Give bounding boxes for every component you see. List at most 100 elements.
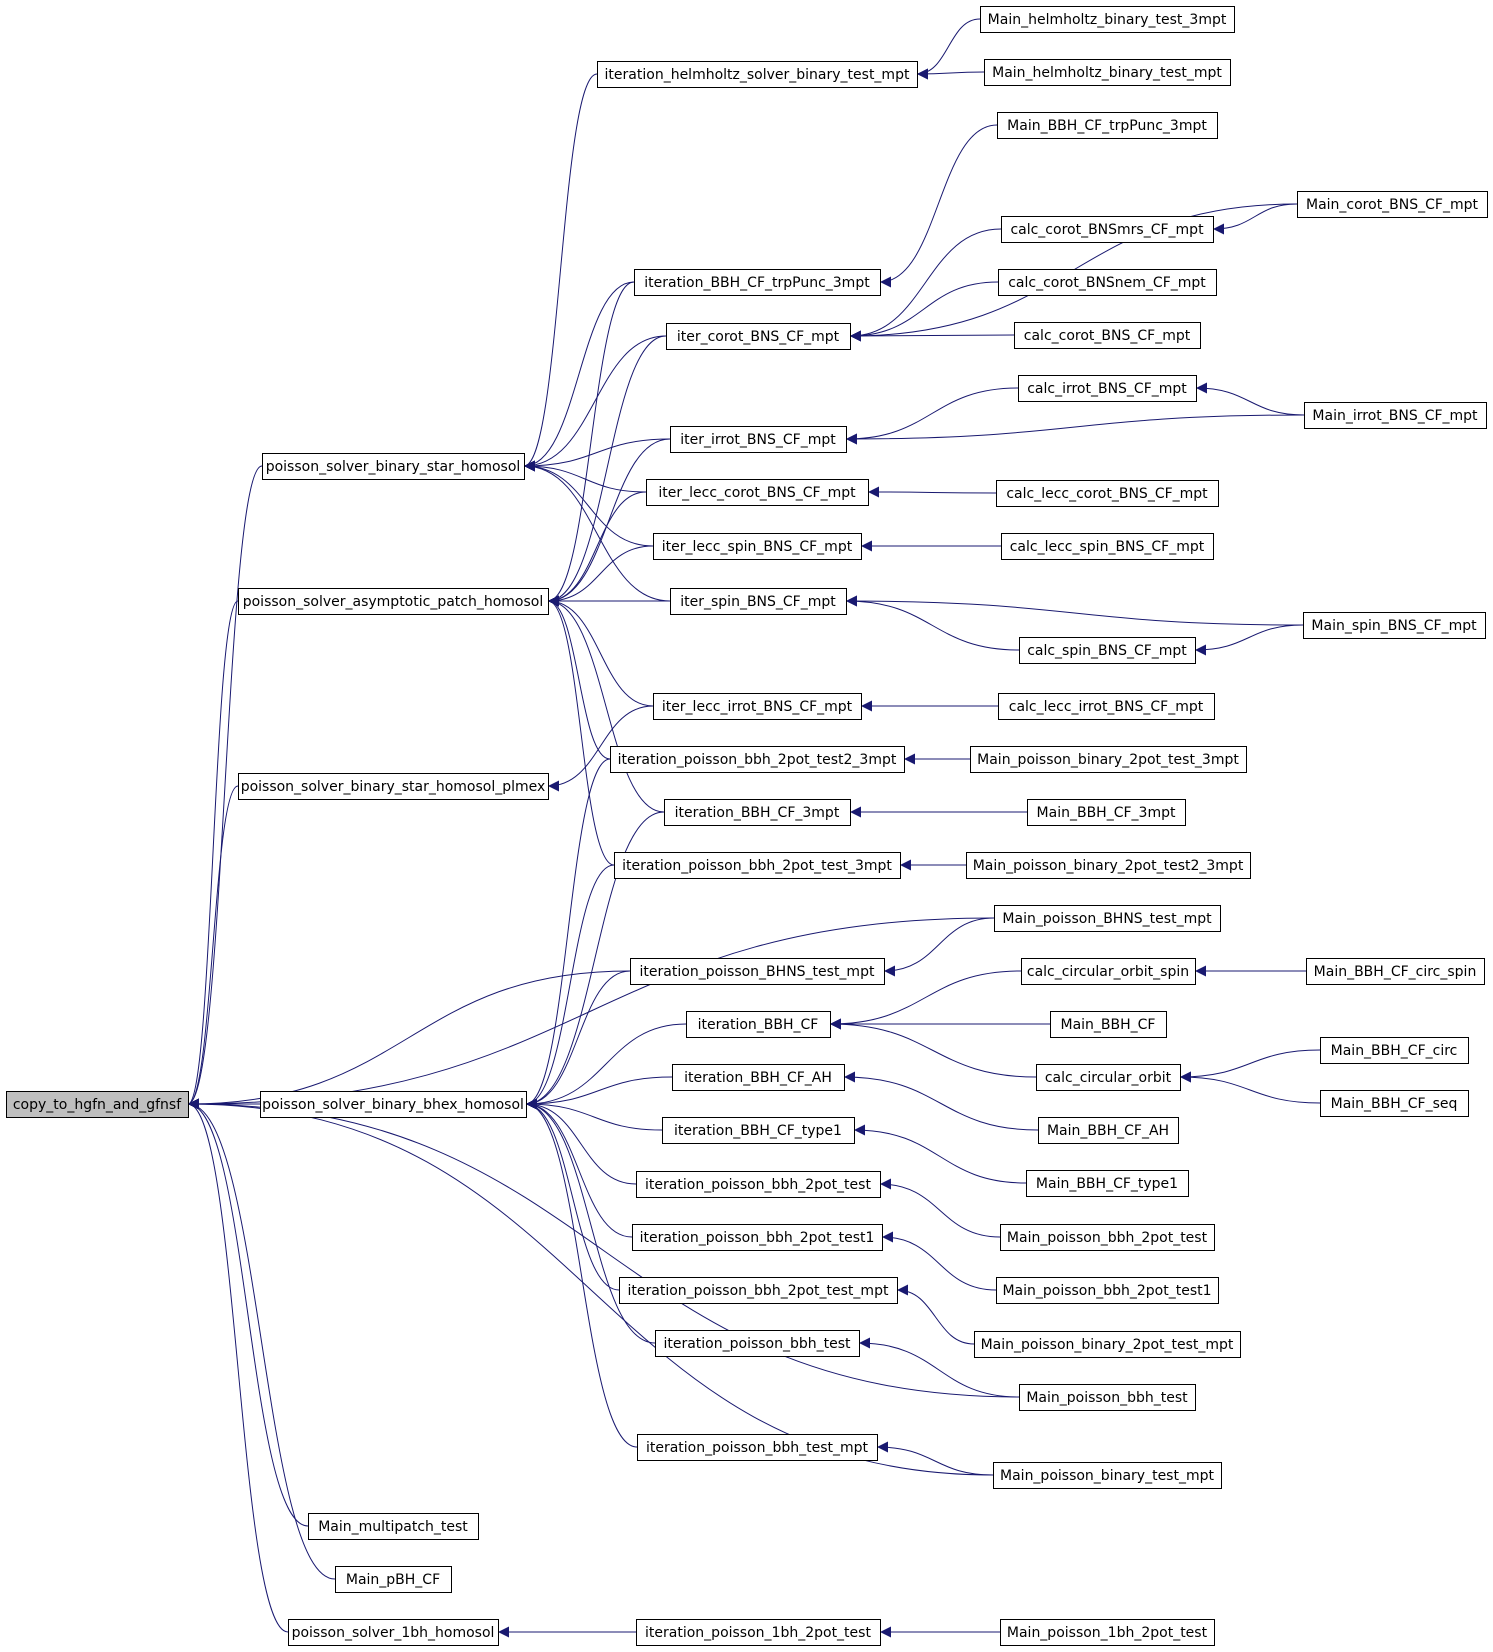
- graph-node-ipb2t2[interactable]: iteration_poisson_bbh_2pot_test2_3mpt: [610, 746, 905, 773]
- graph-node-ibt1[interactable]: iteration_BBH_CF_type1: [662, 1117, 855, 1144]
- edge-ipb2t2-to-psaph: [547, 595, 611, 760]
- graph-node-ibcf[interactable]: iteration_BBH_CF: [686, 1011, 831, 1038]
- graph-node-mcbns[interactable]: Main_corot_BNS_CF_mpt: [1297, 191, 1488, 218]
- graph-node-psbshp[interactable]: poisson_solver_binary_star_homosol_plmex: [238, 773, 549, 800]
- graph-node-mibns[interactable]: Main_irrot_BNS_CF_mpt: [1304, 402, 1487, 429]
- node-label: calc_circular_orbit: [1045, 1070, 1172, 1086]
- graph-node-ipb21[interactable]: iteration_poisson_bbh_2pot_test1: [632, 1224, 883, 1251]
- graph-node-ipbhns[interactable]: iteration_poisson_BHNS_test_mpt: [630, 958, 885, 985]
- graph-node-mpbhns[interactable]: Main_poisson_BHNS_test_mpt: [994, 905, 1221, 932]
- node-box: [632, 1224, 883, 1251]
- node-box: [1018, 375, 1197, 402]
- edge-mpbh-to-copy_to_hgfn_and_gfnsf: [187, 1098, 336, 1580]
- graph-node-msbns[interactable]: Main_spin_BNS_CF_mpt: [1303, 612, 1486, 639]
- graph-node-mmt[interactable]: Main_multipatch_test: [308, 1513, 479, 1540]
- graph-node-ipb2t3[interactable]: iteration_poisson_bbh_2pot_test_3mpt: [614, 852, 901, 879]
- graph-node-ipb2[interactable]: iteration_poisson_bbh_2pot_test: [636, 1171, 881, 1198]
- node-box: [1320, 1037, 1469, 1064]
- node-label: Main_BBH_CF_AH: [1047, 1123, 1169, 1139]
- graph-node-clib[interactable]: calc_lecc_irrot_BNS_CF_mpt: [998, 693, 1215, 720]
- node-label: Main_helmholtz_binary_test_3mpt: [988, 12, 1227, 28]
- graph-node-ipb2m[interactable]: iteration_poisson_bbh_2pot_test_mpt: [619, 1277, 898, 1304]
- graph-node-ihsbtm[interactable]: iteration_helmholtz_solver_binary_test_m…: [597, 61, 918, 88]
- graph-node-mbtp3[interactable]: Main_BBH_CF_trpPunc_3mpt: [997, 112, 1218, 139]
- graph-node-mpbtm[interactable]: Main_poisson_binary_test_mpt: [993, 1462, 1222, 1489]
- graph-node-mbah[interactable]: Main_BBH_CF_AH: [1038, 1117, 1179, 1144]
- node-box: [634, 269, 881, 296]
- graph-node-mhbm[interactable]: Main_helmholtz_binary_test_mpt: [984, 59, 1231, 86]
- graph-node-mhb3[interactable]: Main_helmholtz_binary_test_3mpt: [980, 6, 1235, 33]
- graph-node-psbbh[interactable]: poisson_solver_binary_bhex_homosol: [260, 1091, 527, 1118]
- graph-node-ip1b2[interactable]: iteration_poisson_1bh_2pot_test: [636, 1619, 881, 1646]
- graph-node-mbsq[interactable]: Main_BBH_CF_seq: [1320, 1090, 1469, 1117]
- node-box: [614, 852, 901, 879]
- node-label: copy_to_hgfn_and_gfnsf: [13, 1097, 182, 1113]
- graph-node-mpbh[interactable]: Main_pBH_CF: [335, 1566, 452, 1593]
- graph-node-ilsbns[interactable]: iter_lecc_spin_BNS_CF_mpt: [653, 533, 862, 560]
- graph-node-psbsh[interactable]: poisson_solver_binary_star_homosol: [262, 453, 525, 480]
- graph-node-icbns[interactable]: iter_corot_BNS_CF_mpt: [666, 323, 851, 350]
- node-label: iteration_poisson_bbh_2pot_test1: [640, 1230, 875, 1246]
- graph-node-clsb[interactable]: calc_lecc_spin_BNS_CF_mpt: [1001, 533, 1214, 560]
- graph-node-mbcc[interactable]: Main_BBH_CF_circ: [1320, 1037, 1469, 1064]
- graph-node-mbcs[interactable]: Main_BBH_CF_circ_spin: [1306, 958, 1485, 985]
- graph-node-mpbt[interactable]: Main_poisson_bbh_test: [1019, 1384, 1196, 1411]
- node-label: iteration_poisson_BHNS_test_mpt: [640, 964, 875, 980]
- graph-node-ib3[interactable]: iteration_BBH_CF_3mpt: [664, 799, 851, 826]
- graph-node-ilcbns[interactable]: iter_lecc_corot_BNS_CF_mpt: [646, 479, 869, 506]
- graph-node-cib[interactable]: calc_irrot_BNS_CF_mpt: [1018, 375, 1197, 402]
- node-label: Main_spin_BNS_CF_mpt: [1311, 618, 1477, 634]
- graph-node-csb[interactable]: calc_spin_BNS_CF_mpt: [1019, 637, 1196, 664]
- graph-node-iibns[interactable]: iter_irrot_BNS_CF_mpt: [670, 426, 847, 453]
- graph-node-mbcf[interactable]: Main_BBH_CF: [1050, 1011, 1167, 1038]
- graph-node-mpb2m[interactable]: Main_poisson_binary_2pot_test_mpt: [974, 1331, 1241, 1358]
- graph-node-ccbm[interactable]: calc_corot_BNSmrs_CF_mpt: [1001, 216, 1214, 243]
- graph-node-isbns[interactable]: iter_spin_BNS_CF_mpt: [670, 588, 847, 615]
- graph-node-ibah[interactable]: iteration_BBH_CF_AH: [672, 1064, 845, 1091]
- graph-node-cco[interactable]: calc_circular_orbit: [1036, 1064, 1181, 1091]
- node-box: [996, 1277, 1219, 1304]
- node-box: [637, 1434, 878, 1461]
- graph-node-mpb2t3[interactable]: Main_poisson_binary_2pot_test_3mpt: [970, 746, 1247, 773]
- edge-ccb-to-icbns: [849, 330, 1015, 342]
- edge-mbtp3-to-ibtp3: [879, 124, 998, 288]
- edge-ccbn-to-icbns: [849, 281, 999, 342]
- graph-node-ccos[interactable]: calc_circular_orbit_spin: [1021, 958, 1196, 985]
- graph-node-ccb[interactable]: calc_corot_BNS_CF_mpt: [1014, 322, 1201, 349]
- node-box: [1001, 533, 1214, 560]
- edge-icbns-to-psbsh: [523, 335, 667, 472]
- edge-cco-to-ibcf: [829, 1018, 1037, 1078]
- graph-node-ibtp3[interactable]: iteration_BBH_CF_trpPunc_3mpt: [634, 269, 881, 296]
- node-box: [993, 1462, 1222, 1489]
- graph-node-clcb[interactable]: calc_lecc_corot_BNS_CF_mpt: [996, 480, 1219, 507]
- graph-node-mb3[interactable]: Main_BBH_CF_3mpt: [1027, 799, 1186, 826]
- graph-node-ipbt[interactable]: iteration_poisson_bbh_test: [655, 1330, 860, 1357]
- edge-icbns-to-psaph: [547, 335, 667, 607]
- graph-node-mpb2t23[interactable]: Main_poisson_binary_2pot_test2_3mpt: [966, 852, 1251, 879]
- graph-node-ccbn[interactable]: calc_corot_BNSnem_CF_mpt: [998, 269, 1217, 296]
- node-box: [664, 799, 851, 826]
- graph-node-mpb21[interactable]: Main_poisson_bbh_2pot_test1: [996, 1277, 1219, 1304]
- graph-node-psaph[interactable]: poisson_solver_asymptotic_patch_homosol: [238, 588, 549, 615]
- node-box: [1000, 1224, 1215, 1251]
- node-label: Main_corot_BNS_CF_mpt: [1306, 197, 1479, 213]
- graph-node-mpb2[interactable]: Main_poisson_bbh_2pot_test: [1000, 1224, 1215, 1251]
- graph-node-mbt1[interactable]: Main_BBH_CF_type1: [1026, 1170, 1189, 1197]
- graph-node-ilibns[interactable]: iter_lecc_irrot_BNS_CF_mpt: [653, 693, 862, 720]
- node-box: [1306, 958, 1485, 985]
- edge-csb-to-isbns: [845, 595, 1020, 651]
- graph-node-ipbtm[interactable]: iteration_poisson_bbh_test_mpt: [637, 1434, 878, 1461]
- node-box: [672, 1064, 845, 1091]
- edge-psaph-to-copy_to_hgfn_and_gfnsf: [187, 600, 239, 1110]
- graph-node-mp1b2[interactable]: Main_poisson_1bh_2pot_test: [1000, 1619, 1215, 1646]
- graph-node-copy_to_hgfn_and_gfnsf[interactable]: copy_to_hgfn_and_gfnsf: [6, 1091, 189, 1118]
- graph-node-ps1bh[interactable]: poisson_solver_1bh_homosol: [288, 1619, 499, 1646]
- node-box: [1036, 1064, 1181, 1091]
- node-box: [630, 958, 885, 985]
- edge-psbshp-to-copy_to_hgfn_and_gfnsf: [187, 785, 239, 1110]
- edge-mpb2m-to-ipb2m: [896, 1284, 975, 1345]
- node-label: Main_BBH_CF_circ_spin: [1314, 964, 1477, 980]
- node-label: poisson_solver_1bh_homosol: [292, 1625, 495, 1641]
- edge-mpbhns-to-copy_to_hgfn_and_gfnsf: [187, 917, 995, 1110]
